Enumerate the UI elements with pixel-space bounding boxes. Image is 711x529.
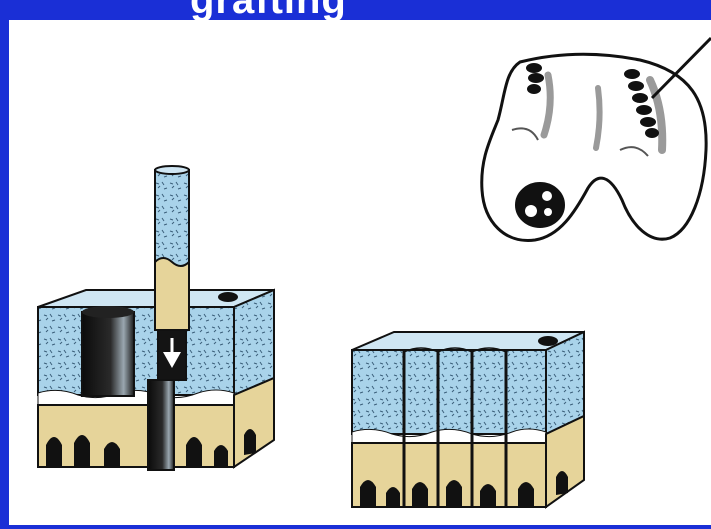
block-with-seated-plugs-icon xyxy=(352,332,584,507)
distal-femur-icon xyxy=(482,54,706,240)
block-with-plug-insertion-icon xyxy=(38,166,274,470)
notch-hole-icon xyxy=(516,183,564,227)
